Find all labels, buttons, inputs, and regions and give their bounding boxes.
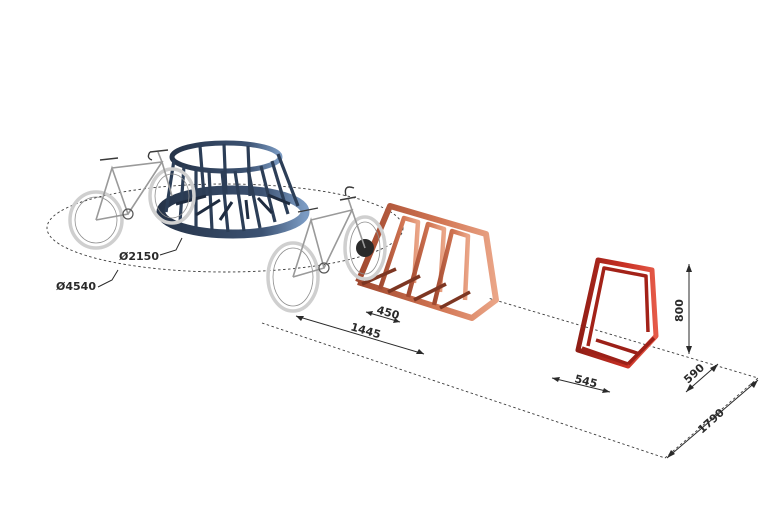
bike-left bbox=[68, 149, 196, 250]
bike-center bbox=[266, 186, 387, 313]
label-diameter-4540: Ø4540 bbox=[56, 280, 96, 293]
label-diameter-2150: Ø2150 bbox=[119, 250, 159, 263]
linear-footprint-outline bbox=[261, 297, 759, 459]
label-800: 800 bbox=[673, 299, 686, 322]
label-545: 545 bbox=[573, 372, 598, 390]
multi-rack-frame bbox=[355, 203, 499, 321]
leader-4540 bbox=[97, 269, 119, 288]
round-bike-rack bbox=[156, 140, 310, 239]
dimension-lines bbox=[97, 237, 759, 459]
dim-line-1445 bbox=[295, 315, 425, 355]
single-bike-rack bbox=[575, 257, 659, 369]
label-590: 590 bbox=[681, 361, 707, 386]
leader-2150 bbox=[159, 237, 183, 256]
label-1445: 1445 bbox=[349, 320, 382, 341]
multi-rack-base-bars bbox=[361, 267, 471, 310]
single-rack-base-bars bbox=[581, 336, 656, 366]
round-rack-base-ring bbox=[156, 185, 310, 239]
single-rack-front-frame bbox=[575, 257, 659, 369]
round-rack-bars bbox=[164, 143, 300, 233]
round-rack-fins bbox=[175, 193, 291, 221]
label-450: 450 bbox=[375, 303, 401, 322]
multi-slot-bike-rack bbox=[355, 203, 499, 321]
dim-line-545 bbox=[551, 377, 611, 393]
multi-rack-slots bbox=[377, 215, 471, 306]
dim-line-1790 bbox=[666, 379, 759, 459]
single-rack-inner-frame bbox=[586, 266, 650, 347]
dimension-labels: Ø2150 Ø4540 450 1445 545 800 590 1790 bbox=[56, 250, 727, 436]
